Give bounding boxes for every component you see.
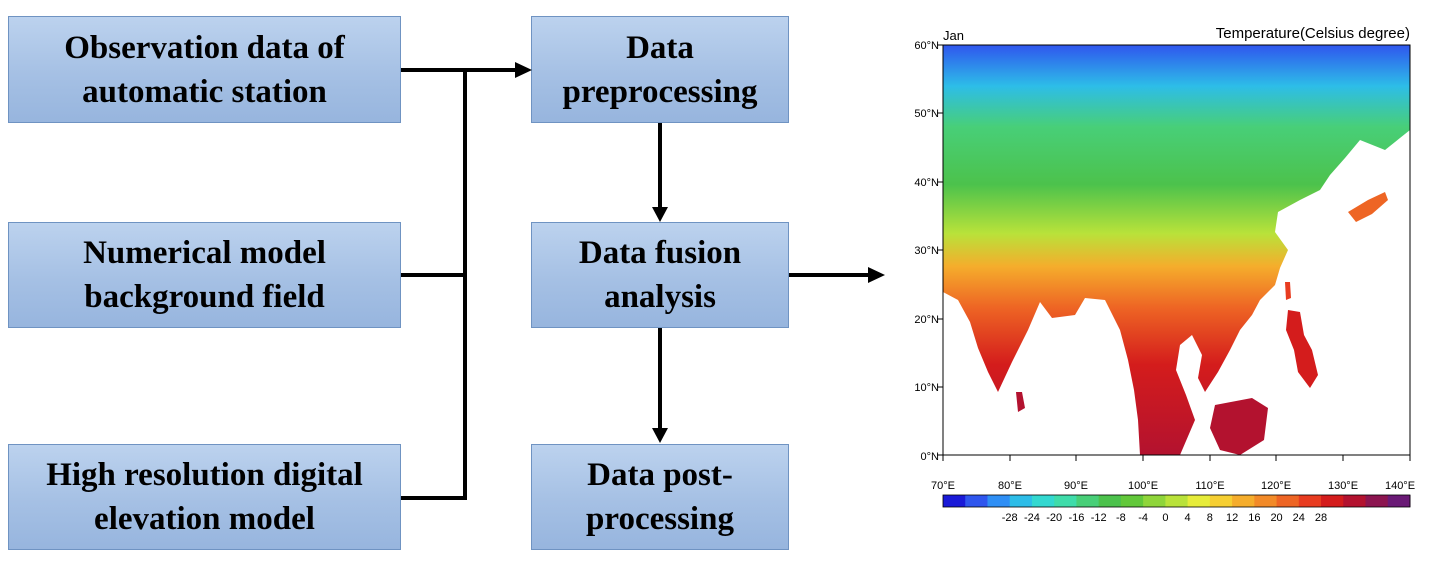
colorbar-label: 0 <box>1162 512 1168 524</box>
lon-label-70e: 70°E <box>931 480 955 492</box>
colorbar-label: -28 <box>1002 512 1018 524</box>
input-box-observation-data: Observation data of automatic station <box>8 16 401 123</box>
connector-elevation <box>401 496 467 500</box>
lat-label-0n: 0°N <box>921 451 940 463</box>
input-box-elevation-model: High resolution digital elevation model <box>8 444 401 550</box>
connector-pre-to-fusion <box>658 123 662 209</box>
lon-labels: 70°E 80°E 90°E 100°E 110°E 120°E 130°E 1… <box>931 480 1415 492</box>
connector-numerical <box>401 273 467 277</box>
connector-fusion-to-map <box>789 273 869 277</box>
box-label-line2: processing <box>586 501 734 537</box>
colorbar-swatch <box>1031 495 1055 507</box>
map-title: Temperature(Celsius degree) <box>1216 25 1410 42</box>
colorbar-label: -8 <box>1116 512 1126 524</box>
colorbar-swatch <box>1276 495 1300 507</box>
land-mass <box>943 45 1410 455</box>
colorbar-swatch <box>1187 495 1211 507</box>
colorbar-swatch <box>1209 495 1233 507</box>
connector-merge-vertical <box>463 68 467 500</box>
box-label-line2: analysis <box>604 279 716 315</box>
lat-label-20n: 20°N <box>914 314 939 326</box>
lon-label-140e: 140°E <box>1385 480 1415 492</box>
colorbar-swatch <box>1387 495 1411 507</box>
lat-labels: 60°N 50°N 40°N 30°N 20°N 10°N 0°N <box>914 40 939 463</box>
box-label-line2: elevation model <box>94 501 315 537</box>
colorbar-swatch <box>943 495 966 507</box>
lon-label-90e: 90°E <box>1064 480 1088 492</box>
box-label-line1: Data post- <box>587 457 733 493</box>
lon-label-80e: 80°E <box>998 480 1022 492</box>
lon-label-120e: 120°E <box>1261 480 1291 492</box>
box-label-line1: High resolution digital <box>46 457 363 493</box>
colorbar-swatch <box>1254 495 1278 507</box>
colorbar-label: -12 <box>1091 512 1107 524</box>
colorbar-swatch <box>1143 495 1166 507</box>
colorbar-label: 24 <box>1293 512 1305 524</box>
colorbar-swatch <box>1098 495 1122 507</box>
borneo-island <box>1210 398 1268 455</box>
step-box-preprocessing: Data preprocessing <box>531 16 789 123</box>
lat-label-30n: 30°N <box>914 245 939 257</box>
map-plot-area <box>943 45 1410 455</box>
colorbar-swatch <box>1009 495 1033 507</box>
colorbar-label: -4 <box>1138 512 1148 524</box>
colorbar-swatch <box>1054 495 1077 507</box>
colorbar-swatch <box>1365 495 1389 507</box>
colorbar-swatch <box>987 495 1011 507</box>
box-label-line2: background field <box>84 279 325 315</box>
colorbar-swatch <box>1232 495 1255 507</box>
colorbar-swatch <box>1321 495 1344 507</box>
arrowhead-to-postprocessing <box>652 428 668 443</box>
arrowhead-to-map <box>868 267 885 283</box>
lat-label-40n: 40°N <box>914 177 939 189</box>
colorbar-label: -16 <box>1068 512 1084 524</box>
lon-label-100e: 100°E <box>1128 480 1158 492</box>
temperature-colorbar <box>942 494 1411 508</box>
connector-to-preprocessing <box>463 68 516 72</box>
sri-lanka-island <box>1016 392 1025 412</box>
arrowhead-to-fusion <box>652 207 668 222</box>
map-frame <box>942 44 1411 456</box>
box-label-line1: Data fusion <box>578 235 742 271</box>
box-label-line2: preprocessing <box>562 73 758 110</box>
lat-label-50n: 50°N <box>914 108 939 120</box>
box-label-line1: Numerical model <box>83 235 326 271</box>
colorbar-label: 28 <box>1315 512 1327 524</box>
map-month-label: Jan <box>943 28 964 43</box>
input-box-numerical-model: Numerical model background field <box>8 222 401 328</box>
colorbar-label: -20 <box>1046 512 1062 524</box>
lon-label-130e: 130°E <box>1328 480 1358 492</box>
colorbar-swatch <box>965 495 988 507</box>
taiwan-island <box>1285 282 1291 300</box>
colorbar-labels: -28 -24 -20 -16 -12 -8 -4 0 4 8 12 16 20 24 28 <box>1002 512 1327 524</box>
philippines-islands <box>1286 310 1318 388</box>
japan-island <box>1348 192 1388 222</box>
lon-label-110e: 110°E <box>1195 480 1224 492</box>
colorbar-label: 4 <box>1185 512 1191 524</box>
colorbar-swatch <box>1076 495 1100 507</box>
box-label-line1: Data <box>626 29 694 66</box>
colorbar-label: -24 <box>1024 512 1040 524</box>
box-label-line2: automatic station <box>82 73 327 110</box>
colorbar-swatch <box>1298 495 1322 507</box>
lat-label-10n: 10°N <box>914 382 939 394</box>
map-ticks <box>937 44 1411 461</box>
connector-fusion-to-post <box>658 328 662 430</box>
lat-label-60n: 60°N <box>914 40 939 52</box>
colorbar-label: 16 <box>1248 512 1260 524</box>
colorbar-label: 20 <box>1270 512 1282 524</box>
colorbar-label: 12 <box>1226 512 1238 524</box>
colorbar-frame <box>942 494 1411 508</box>
colorbar-swatch <box>1165 495 1189 507</box>
step-box-fusion-analysis: Data fusion analysis <box>531 222 789 328</box>
colorbar-swatch <box>1343 495 1367 507</box>
colorbar-swatch <box>1120 495 1144 507</box>
colorbar-label: 8 <box>1207 512 1213 524</box>
arrowhead-to-preprocessing <box>515 62 532 78</box>
connector-observation <box>401 68 467 72</box>
step-box-postprocessing: Data post-processing <box>531 444 789 550</box>
temperature-map-panel: 60°N 50°N 40°N 30°N 20°N 10°N 0°N Jan Te… <box>914 25 1415 524</box>
box-label-line1: Observation data of <box>64 29 345 66</box>
